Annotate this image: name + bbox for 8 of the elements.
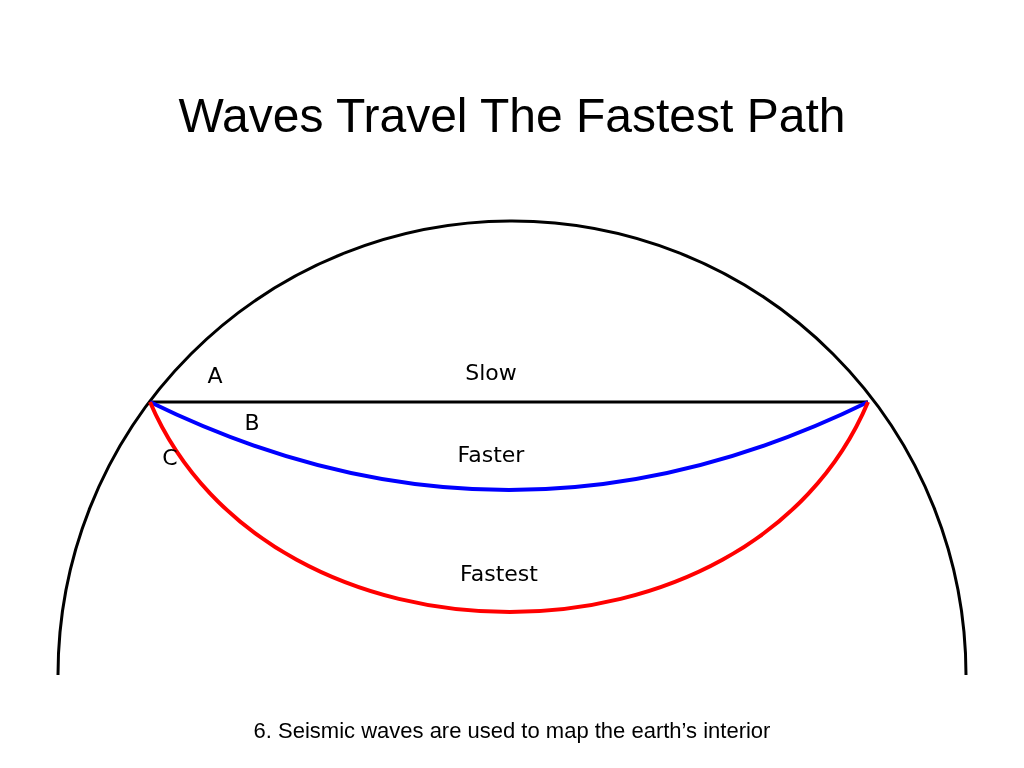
caption: 6. Seismic waves are used to map the earth’s interior bbox=[252, 718, 772, 744]
path-label: Faster bbox=[457, 441, 525, 467]
path-letter: B bbox=[244, 409, 260, 435]
slide-title: Waves Travel The Fastest Path bbox=[177, 88, 847, 143]
path-label: Slow bbox=[465, 359, 517, 385]
path-label: Fastest bbox=[460, 560, 538, 586]
path-letter: C bbox=[162, 444, 178, 470]
path-letter: A bbox=[207, 362, 223, 388]
